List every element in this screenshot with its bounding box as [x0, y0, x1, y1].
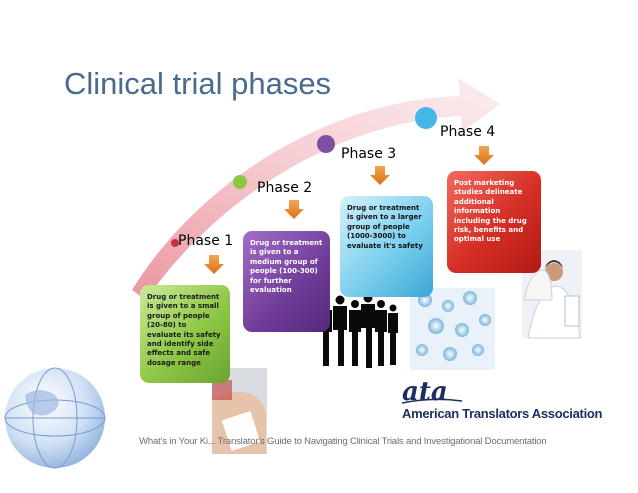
- down-arrow-icon: [284, 200, 304, 219]
- phase-4-label: Phase 4: [440, 124, 496, 140]
- phase-3-description: Drug or treatment is given to a larger g…: [340, 196, 433, 297]
- down-arrow-icon: [370, 166, 390, 185]
- down-arrow-icon: [204, 255, 224, 274]
- logo-name: American Translators Association: [402, 406, 603, 421]
- phase-2-dot: [233, 175, 247, 189]
- phase-3-label: Phase 3: [341, 146, 397, 162]
- phase-2-label: Phase 2: [257, 180, 313, 196]
- down-arrow-icon: [474, 146, 494, 165]
- globe-image: [4, 367, 106, 469]
- phase-1-label: Phase 1: [178, 233, 234, 249]
- phase-2-description: Drug or treatment is given to a medium g…: [243, 231, 330, 332]
- phase-4-description: Post marketing studies delineate additio…: [447, 171, 541, 273]
- phase-4-dot: [415, 107, 437, 129]
- arc-arrow: [132, 78, 500, 300]
- phase-3-dot: [317, 135, 335, 153]
- patient-hand-image: [212, 368, 267, 454]
- phase-1-description: Drug or treatment is given to a small gr…: [140, 285, 230, 383]
- pills-image: [410, 288, 495, 370]
- slide-footer: What's in Your Ki... Translator's Guide …: [139, 436, 547, 447]
- people-silhouettes-image: [320, 293, 398, 368]
- ata-logo-icon: ata: [401, 377, 463, 407]
- phase-1-dot: [171, 239, 179, 247]
- slide-title: Clinical trial phases: [64, 66, 332, 101]
